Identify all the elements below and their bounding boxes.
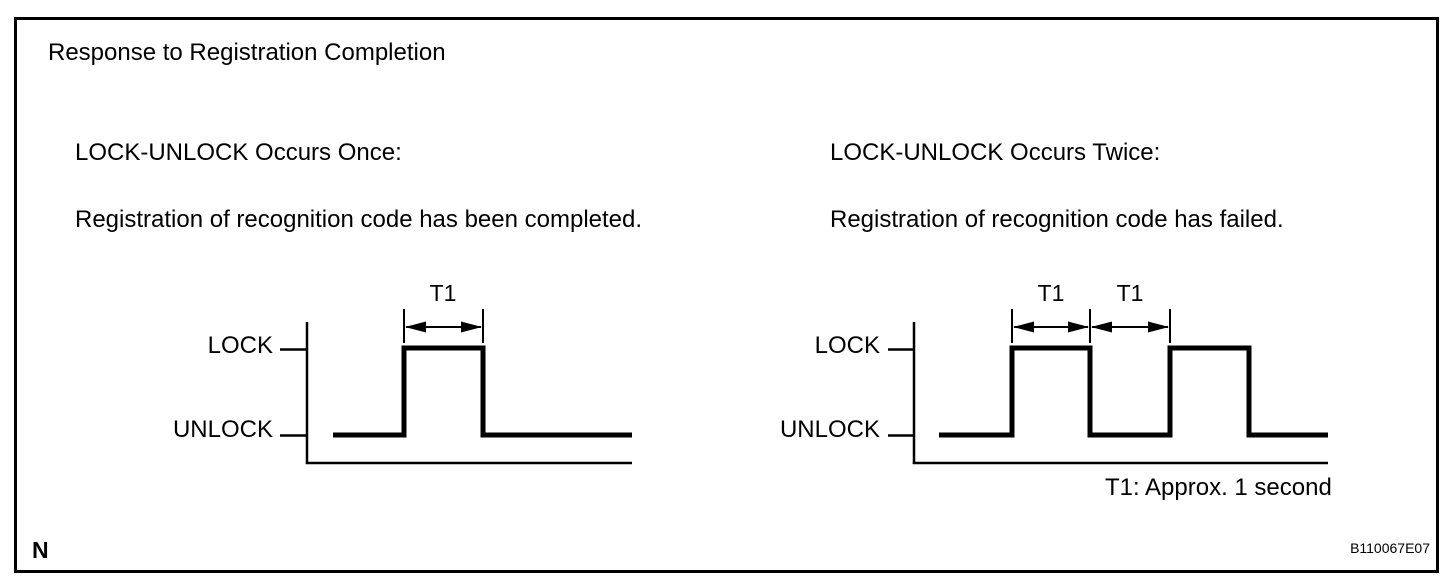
arrowhead-left-icon bbox=[1091, 321, 1112, 333]
figure-border bbox=[14, 17, 1439, 573]
panel-once-heading: LOCK-UNLOCK Occurs Once: bbox=[75, 139, 402, 166]
t1-interval-label-second: T1 bbox=[1117, 280, 1144, 306]
waveform-diagram-twice: LOCK UNLOCK T1 T1 bbox=[780, 280, 1328, 465]
lock-label: LOCK bbox=[208, 332, 273, 359]
figure-code: B110067E07 bbox=[1350, 540, 1430, 556]
lock-unlock-signal-trace bbox=[333, 345, 632, 438]
panel-twice-description: Registration of recognition code has fai… bbox=[830, 206, 1284, 233]
arrowhead-right-icon bbox=[1148, 321, 1169, 333]
figure-title: Response to Registration Completion bbox=[48, 39, 446, 66]
unlock-label: UNLOCK bbox=[780, 416, 880, 443]
lock-label: LOCK bbox=[815, 332, 880, 359]
arrowhead-left-icon bbox=[405, 321, 426, 333]
waveform-diagram-once: LOCK UNLOCK T1 bbox=[173, 280, 632, 465]
panel-once-description: Registration of recognition code has bee… bbox=[75, 206, 643, 233]
arrowhead-left-icon bbox=[1013, 321, 1034, 333]
page-marker: N bbox=[32, 537, 49, 563]
t1-duration-note: T1: Approx. 1 second bbox=[1105, 474, 1332, 501]
t1-interval-label: T1 bbox=[430, 280, 457, 306]
t1-interval-label-first: T1 bbox=[1038, 280, 1065, 306]
panel-twice-heading: LOCK-UNLOCK Occurs Twice: bbox=[830, 139, 1161, 166]
lock-unlock-signal-trace bbox=[939, 345, 1328, 438]
arrowhead-right-icon bbox=[461, 321, 482, 333]
arrowhead-right-icon bbox=[1068, 321, 1089, 333]
unlock-label: UNLOCK bbox=[173, 416, 273, 443]
